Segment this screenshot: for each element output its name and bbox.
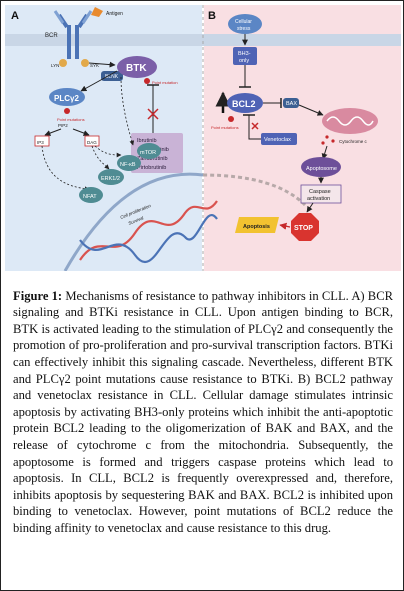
nfat-node [79, 187, 103, 203]
arrow-plcg2-ip3 [44, 128, 62, 136]
bcl2-mutation-cross [251, 122, 259, 130]
bh3-node [233, 47, 257, 65]
arrow-stop-apoptosis [279, 222, 291, 230]
venetoclax-label: Venetoclax [264, 137, 291, 143]
arrow-btk-mtor [120, 76, 135, 146]
mtor-node [137, 143, 161, 159]
syk-node [81, 59, 89, 67]
mitochondria-icon [322, 108, 378, 134]
apoptosome-node [301, 157, 341, 177]
pathway-diagram: A B Antigen BCR LYN SYK BLNK BTK Point m… [5, 5, 401, 271]
caspase-label-2: activation [307, 196, 330, 202]
antigen-label: Antigen [106, 11, 123, 17]
bcl2-node [227, 93, 263, 113]
bcl2-mutation-icon [228, 116, 234, 122]
cytochrome-label: Cytochrome c [339, 139, 368, 144]
erk-node [98, 169, 124, 185]
blnk-node [101, 71, 123, 81]
inhibitor-pirtobrutinib: Pirtobrutinib [137, 165, 166, 171]
caption-label: Figure 1: [13, 288, 63, 303]
arrow-syk-btk [88, 61, 116, 68]
bcl2-mutation-label: Point mutations [211, 125, 239, 130]
btk-node [117, 56, 157, 78]
bh3-label-1: BH3- [238, 51, 251, 57]
plcg2-node [49, 88, 85, 106]
arrow-dag-erk [91, 145, 110, 170]
apoptosome-label: Apoptosome [306, 166, 337, 172]
arrow-caspase-stop [306, 202, 314, 213]
bax-label: BAX [286, 101, 297, 107]
arrow-btk-plcg2 [80, 70, 118, 92]
blnk-label: BLNK [105, 74, 119, 80]
nucleus-outline-a [63, 172, 204, 271]
nucleus-text-survival: Survival [128, 215, 146, 226]
caspase-label-1: Caspase [309, 189, 331, 195]
panel-b-label: B [208, 10, 216, 22]
stop-sign-icon [291, 213, 319, 241]
inhibition-venetoclax [248, 115, 261, 140]
nfkb-label: NF-κB [120, 162, 136, 168]
bcr-label: BCR [45, 33, 58, 39]
panel-a-label: A [11, 10, 19, 22]
bax-node [283, 98, 299, 108]
stop-label: STOP [294, 225, 313, 232]
antigen-icon [91, 7, 103, 17]
apoptosis-label: Apoptosis [243, 224, 270, 230]
syk-label: SYK [90, 63, 99, 68]
inhibitor-zanubrutinib: Zanubrutinib [137, 156, 168, 162]
mtor-label: mTOR [140, 150, 156, 156]
caspase-node [300, 184, 342, 204]
lyn-node [59, 59, 67, 67]
nfkb-node [117, 155, 141, 171]
pip2-label: PIP2 [58, 123, 68, 128]
btk-mutation-cross [147, 108, 159, 120]
bcr-receptor [53, 10, 93, 59]
cellular-stress-label-2: stress [237, 26, 251, 32]
cellular-stress-label-1: Cellular [235, 19, 252, 25]
btk-mutation-icon [144, 78, 150, 84]
cytochrome-dots [321, 135, 335, 145]
plcg2-label: PLCγ2 [54, 94, 79, 103]
membrane-band [5, 34, 401, 46]
caption-text: Mechanisms of resistance to pathway inhi… [13, 288, 393, 535]
plcg2-mutation-label: Point mutations [57, 117, 85, 122]
bcl2-label: BCL2 [232, 99, 256, 109]
arrow-bax-mitochondria [298, 104, 324, 116]
dag-label: DAG [87, 140, 97, 145]
nucleus-outline-b [202, 173, 307, 207]
plcg2-mutation-icon [64, 108, 70, 114]
venetoclax-box [261, 133, 297, 145]
bh3-label-2: only [239, 58, 249, 64]
lyn-label: LYN [51, 63, 59, 68]
arrow-plcg2-dag [72, 128, 90, 136]
btk-mutation-label: Point mutation [152, 80, 178, 85]
nfat-label: NFAT [83, 194, 97, 200]
dna-strand-red [79, 200, 218, 261]
apoptosis-node [235, 217, 279, 233]
erk-label: ERK1/2 [101, 176, 120, 182]
inhibitor-ibrutinib: Ibrutinib [137, 138, 157, 144]
ip3-label: IP3 [37, 140, 44, 145]
dna-strand-blue [79, 214, 218, 264]
arrow-cyto-apoptosome [321, 145, 328, 160]
btk-label: BTK [126, 63, 147, 74]
cellular-stress-node [228, 14, 262, 34]
figure-caption: Figure 1: Mechanisms of resistance to pa… [13, 288, 393, 537]
